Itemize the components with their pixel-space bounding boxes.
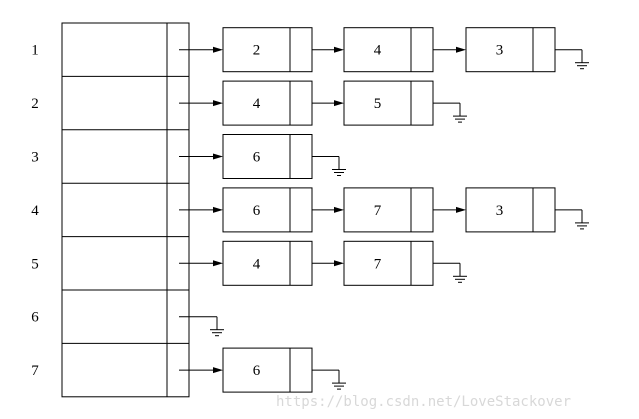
arrow-2-0 [179,153,223,160]
vertex-label-2: 2 [31,96,39,112]
node-box [465,27,556,73]
node-box [222,134,313,179]
arrow-head [213,206,223,213]
node-value: 7 [374,203,382,219]
node-box [222,187,313,233]
node-box [222,27,313,73]
arrow-head [334,100,344,107]
arrow-0-0 [179,46,223,53]
vertex-label-6: 6 [31,310,39,326]
list-node: 4 [222,80,313,126]
node-value: 4 [253,256,261,272]
node-value: 3 [496,43,504,59]
list-node: 6 [222,134,313,179]
vertex-array-frame [61,22,190,398]
list-node: 3 [465,187,556,233]
list-node: 5 [343,80,434,126]
arrow-head [213,153,223,160]
node-value: 6 [253,363,261,379]
list-node: 3 [465,27,556,73]
node-value: 6 [253,150,261,166]
list-node: 7 [343,187,434,233]
arrow-head [334,46,344,53]
vertex-label-7: 7 [31,363,39,379]
list-node: 2 [222,27,313,73]
node-value: 4 [253,96,261,112]
arrow-head [213,100,223,107]
vertex-label-5: 5 [31,256,39,272]
list-node: 4 [343,27,434,73]
node-box [465,187,556,233]
arrow-4-0 [179,260,223,267]
arrow-head [213,46,223,53]
node-value: 4 [374,43,382,59]
vertex-label-3: 3 [31,150,39,166]
watermark-text: https://blog.csdn.net/LoveStackover [276,394,571,410]
node-box [343,27,434,73]
node-value: 6 [253,203,261,219]
node-value: 7 [374,256,382,272]
arrow-head [456,46,466,53]
node-box [343,80,434,126]
list-node: 4 [222,240,313,286]
vertex-array: 1 2 3 4 5 6 7 [31,22,190,398]
node-box [222,347,313,393]
list-node: 7 [343,240,434,286]
arrow-head [334,260,344,267]
vertex-label-4: 4 [31,203,39,219]
node-value: 3 [496,203,504,219]
arrow-head [213,367,223,374]
arrow-1-0 [179,100,223,107]
vertex-label-1: 1 [31,43,39,59]
node-box [343,240,434,286]
node-box [222,80,313,126]
ground-icon [422,102,467,123]
node-value: 5 [374,96,382,112]
arrow-6-0 [179,367,223,374]
arrow-head [213,260,223,267]
node-box [343,187,434,233]
arrow-head [334,206,344,213]
node-value: 2 [253,43,261,59]
arrow-3-0 [179,206,223,213]
list-node: 6 [222,347,313,393]
arrow-head [456,206,466,213]
list-node: 6 [222,187,313,233]
list-nodes: 2 4 3 4 5 6 6 7 3 4 7 6 [222,27,556,393]
ground-icon [179,316,224,337]
node-box [222,240,313,286]
